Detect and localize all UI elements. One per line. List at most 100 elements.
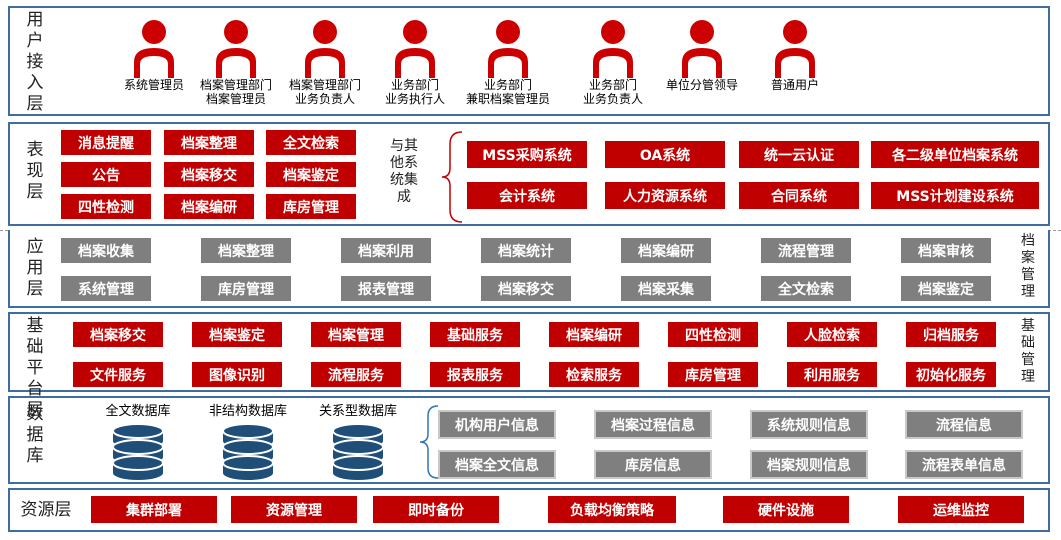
presentation-module: 消息提醒 bbox=[61, 130, 151, 155]
person-icon bbox=[216, 20, 256, 78]
presentation-module: 公告 bbox=[61, 162, 151, 187]
person-icon bbox=[395, 20, 435, 78]
presentation-module: 档案整理 bbox=[164, 130, 254, 155]
platform-module: 档案管理 bbox=[311, 322, 401, 347]
person-icon bbox=[775, 20, 815, 78]
platform-module: 基础服务 bbox=[430, 322, 520, 347]
platform-module: 报表服务 bbox=[430, 362, 520, 387]
user-role: 普通用户 bbox=[745, 18, 845, 92]
integration-system: OA系统 bbox=[605, 141, 725, 168]
presentation-module: 档案鉴定 bbox=[266, 162, 356, 187]
integration-label: 与其他系统集成 bbox=[390, 138, 418, 205]
database-label: 非结构数据库 bbox=[208, 404, 287, 419]
user-role: 业务部门 业务执行人 bbox=[365, 18, 465, 106]
user-role-label: 档案管理部门 业务负责人 bbox=[288, 78, 361, 106]
platform-module: 初始化服务 bbox=[906, 362, 996, 387]
platform-module: 档案鉴定 bbox=[192, 322, 282, 347]
platform-module: 图像识别 bbox=[192, 362, 282, 387]
application-module: 档案鉴定 bbox=[901, 276, 991, 301]
database-info-item: 机构用户信息 bbox=[438, 410, 556, 439]
platform-module: 档案移交 bbox=[73, 322, 163, 347]
database-icon bbox=[222, 423, 274, 480]
user-layer-label: 用户接入层 bbox=[26, 10, 44, 114]
integration-system: 各二级单位档案系统 bbox=[871, 141, 1039, 168]
user-role-label: 单位分管领导 bbox=[665, 78, 738, 92]
presentation-module: 档案移交 bbox=[164, 162, 254, 187]
platform-module: 归档服务 bbox=[906, 322, 996, 347]
database-info-item: 档案全文信息 bbox=[438, 450, 556, 479]
integration-system: MSS计划建设系统 bbox=[871, 182, 1039, 209]
database-icon-group: 全文数据库 bbox=[88, 404, 188, 481]
person-icon bbox=[305, 20, 345, 78]
db-brace-icon bbox=[419, 405, 439, 479]
application-module: 全文检索 bbox=[761, 276, 851, 301]
platform-layer bbox=[8, 312, 1050, 392]
platform-module: 利用服务 bbox=[787, 362, 877, 387]
platform-side-label: 基础管理 bbox=[1021, 318, 1035, 385]
user-role: 档案管理部门 业务负责人 bbox=[275, 18, 375, 106]
person-icon bbox=[593, 20, 633, 78]
user-role: 业务部门 业务负责人 bbox=[563, 18, 663, 106]
integration-system: 统一云认证 bbox=[739, 141, 859, 168]
person-icon bbox=[682, 20, 722, 78]
person-icon bbox=[488, 20, 528, 78]
platform-module: 人脸检索 bbox=[787, 322, 877, 347]
database-info-item: 库房信息 bbox=[594, 450, 712, 479]
platform-module: 库房管理 bbox=[668, 362, 758, 387]
presentation-module: 四性检测 bbox=[61, 194, 151, 219]
resource-layer-label: 资源层 bbox=[20, 500, 72, 520]
application-module: 档案利用 bbox=[341, 238, 431, 263]
user-role-label: 普通用户 bbox=[770, 78, 819, 92]
database-info-item: 档案规则信息 bbox=[750, 450, 868, 479]
user-role: 单位分管领导 bbox=[652, 18, 752, 92]
database-info-item: 流程信息 bbox=[905, 410, 1023, 439]
brace-icon bbox=[441, 131, 463, 223]
database-info-item: 流程表单信息 bbox=[905, 450, 1023, 479]
user-role: 业务部门 兼职档案管理员 bbox=[458, 18, 558, 106]
platform-module: 流程服务 bbox=[311, 362, 401, 387]
application-module: 档案收集 bbox=[61, 238, 151, 263]
user-role: 档案管理部门 档案管理员 bbox=[186, 18, 286, 106]
platform-layer-label: 基础平台层 bbox=[26, 316, 44, 420]
application-module: 库房管理 bbox=[201, 276, 291, 301]
application-module: 系统管理 bbox=[61, 276, 151, 301]
presentation-module: 库房管理 bbox=[266, 194, 356, 219]
database-info-item: 档案过程信息 bbox=[594, 410, 712, 439]
database-icon bbox=[332, 423, 384, 480]
database-layer-label: 数据库 bbox=[26, 404, 44, 466]
integration-system: 会计系统 bbox=[467, 182, 587, 209]
database-label: 全文数据库 bbox=[105, 404, 171, 419]
user-layer bbox=[8, 6, 1050, 116]
application-module: 档案编研 bbox=[621, 238, 711, 263]
platform-module: 四性检测 bbox=[668, 322, 758, 347]
platform-module: 检索服务 bbox=[549, 362, 639, 387]
application-module: 报表管理 bbox=[341, 276, 431, 301]
integration-system: 合同系统 bbox=[739, 182, 859, 209]
application-module: 流程管理 bbox=[761, 238, 851, 263]
database-label: 关系型数据库 bbox=[318, 404, 397, 419]
application-module: 档案统计 bbox=[481, 238, 571, 263]
application-layer-label: 应用层 bbox=[26, 237, 44, 299]
resource-module: 即时备份 bbox=[373, 496, 499, 523]
presentation-layer-label: 表现层 bbox=[26, 140, 44, 202]
platform-module: 档案编研 bbox=[549, 322, 639, 347]
resource-module: 运维监控 bbox=[898, 496, 1024, 523]
user-role-label: 系统管理员 bbox=[123, 78, 184, 92]
resource-module: 负载均衡策略 bbox=[548, 496, 676, 523]
user-role-label: 业务部门 业务负责人 bbox=[582, 78, 643, 106]
resource-module: 集群部署 bbox=[91, 496, 217, 523]
resource-module: 资源管理 bbox=[231, 496, 357, 523]
presentation-module: 档案编研 bbox=[164, 194, 254, 219]
application-module: 档案移交 bbox=[481, 276, 571, 301]
application-module: 档案整理 bbox=[201, 238, 291, 263]
person-icon bbox=[134, 20, 174, 78]
integration-system: MSS采购系统 bbox=[467, 141, 587, 168]
user-role-label: 业务部门 兼职档案管理员 bbox=[465, 78, 550, 106]
database-icon bbox=[112, 423, 164, 480]
application-module: 档案采集 bbox=[621, 276, 711, 301]
user-role-label: 档案管理部门 档案管理员 bbox=[199, 78, 272, 106]
application-module: 档案审核 bbox=[901, 238, 991, 263]
user-role: 系统管理员 bbox=[104, 18, 204, 92]
database-info-item: 系统规则信息 bbox=[750, 410, 868, 439]
integration-system: 人力资源系统 bbox=[605, 182, 725, 209]
